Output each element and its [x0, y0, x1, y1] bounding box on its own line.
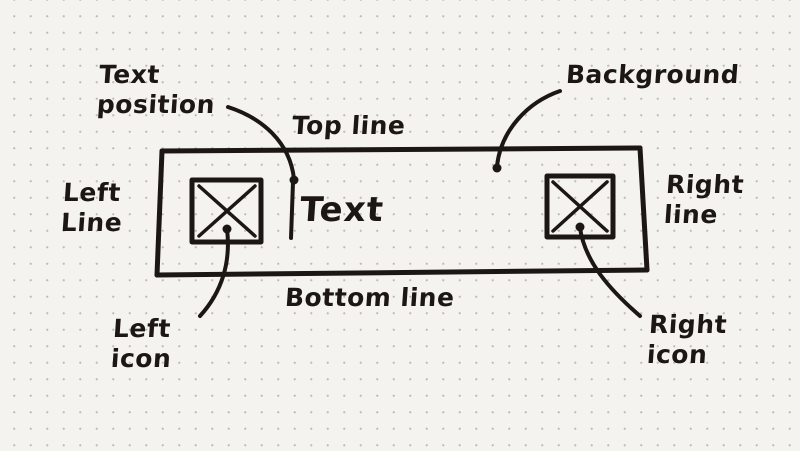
label-text: Text [298, 190, 386, 230]
label-text-position: Text position [96, 60, 218, 120]
text-position-dot [289, 175, 299, 185]
label-right-line-text: Right line [662, 170, 746, 229]
label-left-icon: Left icon [110, 314, 175, 374]
label-text-position-text: Text position [95, 60, 217, 119]
label-top-line: Top line [291, 111, 407, 140]
pointer-lines [198, 89, 642, 318]
label-right-line: Right line [663, 170, 745, 230]
right-icon-dot [575, 222, 585, 232]
left-icon-pointer [198, 227, 230, 318]
right-line [637, 145, 650, 273]
label-right-icon: Right icon [646, 310, 728, 370]
top-line [159, 145, 643, 154]
label-right-icon-text: Right icon [645, 310, 729, 369]
label-left-line: Left Line [60, 178, 125, 238]
text-position-pointer [226, 105, 296, 181]
background-dot [492, 163, 502, 173]
label-left-line-text: Left Line [59, 178, 124, 237]
label-left-icon-text: Left icon [109, 314, 173, 373]
label-background: Background [565, 60, 741, 89]
right-icon-pointer [578, 226, 642, 318]
left-icon-dot [222, 224, 232, 234]
label-bottom-line: Bottom line [284, 283, 456, 312]
bottom-line [154, 267, 650, 278]
left-line [154, 148, 165, 278]
background-pointer [495, 89, 562, 168]
component-frame [154, 145, 650, 278]
text-caret [289, 180, 295, 240]
